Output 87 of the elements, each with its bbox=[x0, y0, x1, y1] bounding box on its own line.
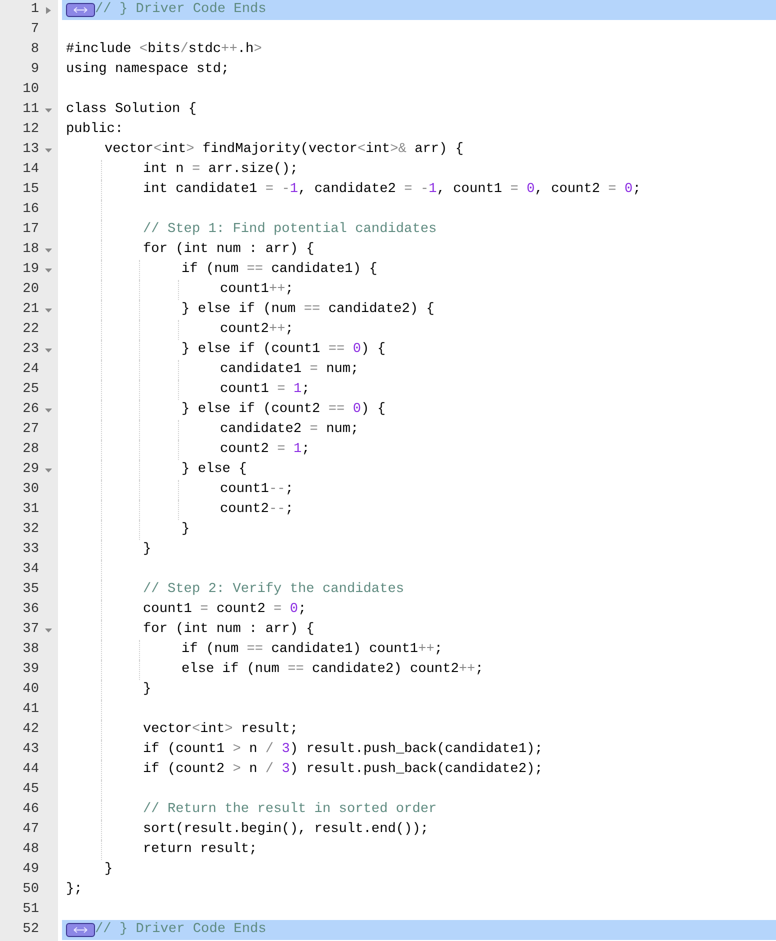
code-line: return result; bbox=[143, 841, 258, 859]
code-line: int n = arr.size(); bbox=[143, 161, 298, 179]
line-number: 11 bbox=[22, 101, 39, 119]
code-line: else if (num == candidate2) count2++; bbox=[182, 661, 484, 679]
line-number: 22 bbox=[22, 321, 39, 339]
code-line: count1++; bbox=[220, 281, 294, 299]
code-comment: // } Driver Code Ends bbox=[95, 921, 266, 939]
code-line: candidate1 = num; bbox=[220, 361, 359, 379]
line-number: 31 bbox=[22, 501, 39, 519]
line-number: 48 bbox=[22, 841, 39, 859]
line-number: 28 bbox=[22, 441, 39, 459]
code-comment: // Step 2: Verify the candidates bbox=[143, 581, 404, 599]
line-number: 41 bbox=[22, 701, 39, 719]
code-line: count1 = count2 = 0; bbox=[143, 601, 306, 619]
line-number: 19 bbox=[22, 261, 39, 279]
line-number: 16 bbox=[22, 201, 39, 219]
line-number: 37 bbox=[22, 621, 39, 639]
code-line: count1 = 1; bbox=[220, 381, 310, 399]
line-number: 47 bbox=[22, 821, 39, 839]
line-number: 45 bbox=[22, 781, 39, 799]
code-line: if (num == candidate1) count1++; bbox=[182, 641, 443, 659]
code-line: for (int num : arr) { bbox=[143, 241, 314, 259]
code-line: } bbox=[143, 681, 152, 699]
line-number: 17 bbox=[22, 221, 39, 239]
line-number: 13 bbox=[22, 141, 39, 159]
code-line: } else if (count2 == 0) { bbox=[182, 401, 386, 419]
line-number: 20 bbox=[22, 281, 39, 299]
line-number: 25 bbox=[22, 381, 39, 399]
code-line: vector<int> result; bbox=[143, 721, 298, 739]
line-number: 8 bbox=[30, 41, 39, 59]
line-number: 39 bbox=[22, 661, 39, 679]
code-line: int candidate1 = -1, candidate2 = -1, count1 = 0, count2 = 0; bbox=[143, 181, 641, 199]
line-number: 51 bbox=[22, 901, 39, 919]
line-number: 44 bbox=[22, 761, 39, 779]
line-number: 23 bbox=[22, 341, 39, 359]
line-number: 42 bbox=[22, 721, 39, 739]
code-line: if (num == candidate1) { bbox=[182, 261, 378, 279]
line-number: 43 bbox=[22, 741, 39, 759]
line-number: 33 bbox=[22, 541, 39, 559]
line-number: 18 bbox=[22, 241, 39, 259]
line-number: 27 bbox=[22, 421, 39, 439]
line-number: 1 bbox=[30, 1, 39, 19]
code-line: } bbox=[143, 541, 152, 559]
code-line: } bbox=[104, 861, 113, 879]
code-line: if (count2 > n / 3) result.push_back(candidate2); bbox=[143, 761, 543, 779]
code-line: using namespace std; bbox=[66, 61, 230, 79]
line-number: 34 bbox=[22, 561, 39, 579]
code-comment: // Step 1: Find potential candidates bbox=[143, 221, 437, 239]
code-line: } bbox=[182, 521, 190, 539]
line-number: 21 bbox=[22, 301, 39, 319]
line-number: 30 bbox=[22, 481, 39, 499]
line-number: 36 bbox=[22, 601, 39, 619]
line-number: 7 bbox=[30, 21, 39, 39]
code-line: if (count1 > n / 3) result.push_back(candidate1); bbox=[143, 741, 543, 759]
code-line: } else { bbox=[182, 461, 247, 479]
code-line: candidate2 = num; bbox=[220, 421, 359, 439]
code-line: } else if (num == candidate2) { bbox=[182, 301, 434, 319]
code-line: vector<int> findMajority(vector<int>& arr) { bbox=[104, 141, 464, 159]
line-number: 32 bbox=[22, 521, 39, 539]
code-line: public: bbox=[66, 121, 124, 139]
line-number: 14 bbox=[22, 161, 39, 179]
code-comment: // } Driver Code Ends bbox=[95, 1, 266, 19]
code-line: count2--; bbox=[220, 501, 294, 519]
line-number: 24 bbox=[22, 361, 39, 379]
code-line: count2++; bbox=[220, 321, 294, 339]
line-number: 46 bbox=[22, 801, 39, 819]
line-number: 40 bbox=[22, 681, 39, 699]
line-number: 38 bbox=[22, 641, 39, 659]
line-number: 10 bbox=[22, 81, 39, 99]
line-number: 26 bbox=[22, 401, 39, 419]
code-line: count2 = 1; bbox=[220, 441, 310, 459]
line-number: 29 bbox=[22, 461, 39, 479]
line-number: 12 bbox=[22, 121, 39, 139]
code-line: count1--; bbox=[220, 481, 294, 499]
code-line: }; bbox=[66, 881, 82, 899]
code-line: #include <bits/stdc++.h> bbox=[66, 41, 262, 59]
line-number: 9 bbox=[30, 61, 39, 79]
line-number: 49 bbox=[22, 861, 39, 879]
line-number: 50 bbox=[22, 881, 39, 899]
line-number: 52 bbox=[22, 921, 39, 939]
line-number: 15 bbox=[22, 181, 39, 199]
code-line: sort(result.begin(), result.end()); bbox=[143, 821, 429, 839]
code-comment: // Return the result in sorted order bbox=[143, 801, 437, 819]
code-line: class Solution { bbox=[66, 101, 197, 119]
code-line: } else if (count1 == 0) { bbox=[182, 341, 386, 359]
line-number: 35 bbox=[22, 581, 39, 599]
code-line: for (int num : arr) { bbox=[143, 621, 314, 639]
